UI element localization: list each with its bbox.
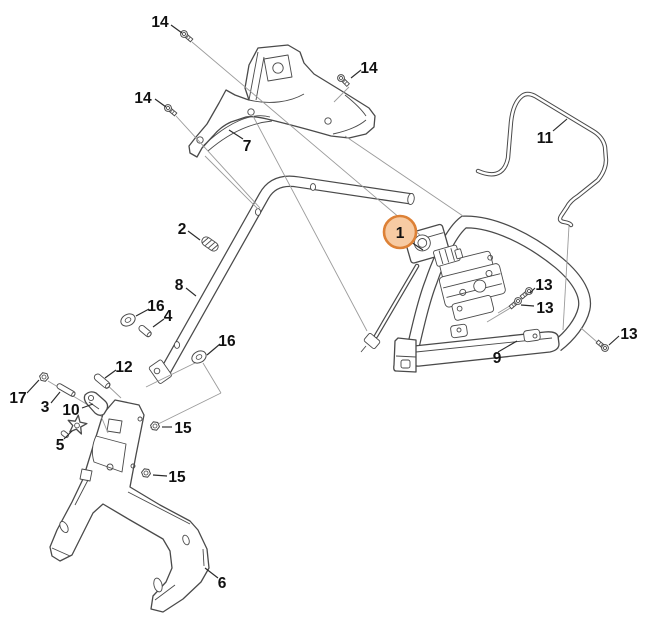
callout-12[interactable]: 12 <box>115 359 132 376</box>
callout-14-a[interactable]: 14 <box>151 14 169 31</box>
callout-14-c[interactable]: 14 <box>360 60 378 77</box>
spring-part-2 <box>201 236 219 252</box>
callout-16-a[interactable]: 16 <box>147 298 165 315</box>
screw-14-icon <box>335 72 351 88</box>
screw-14-icon <box>162 102 179 118</box>
screw-13-icon <box>518 285 535 301</box>
handlebar-tube-part-8 <box>148 175 415 384</box>
lower-handle-part-6 <box>49 399 210 613</box>
callout-labels: 2 3 4 5 6 7 8 9 10 11 12 13 13 13 14 14 … <box>9 14 638 592</box>
callout-5[interactable]: 5 <box>56 437 65 454</box>
callout-9[interactable]: 9 <box>493 350 502 367</box>
washer-16-icon <box>189 348 209 366</box>
pin-part-4 <box>138 324 152 338</box>
cable-guide-part-11 <box>475 91 609 228</box>
lever-part-10 <box>83 391 109 416</box>
nut-17-icon <box>38 371 50 383</box>
highlight-circle[interactable] <box>382 214 418 250</box>
callout-13-b[interactable]: 13 <box>536 300 554 317</box>
pin-part-3 <box>56 383 76 397</box>
pin-part-12 <box>93 373 111 389</box>
callout-2[interactable]: 2 <box>178 221 187 238</box>
nut-15-icon <box>140 468 152 478</box>
callout-16-b[interactable]: 16 <box>218 333 236 350</box>
callout-17[interactable]: 17 <box>9 390 26 407</box>
leader-lines <box>26 24 620 579</box>
screw-13-icon <box>594 338 611 354</box>
screw-13-icon <box>507 295 524 311</box>
callout-4[interactable]: 4 <box>164 308 173 325</box>
star-knob-part-5 <box>60 414 88 439</box>
screw-14-icon <box>178 28 195 44</box>
gearbox-assembly <box>438 250 506 321</box>
callout-3[interactable]: 3 <box>41 399 50 416</box>
callout-6[interactable]: 6 <box>218 575 227 592</box>
alignment-lines <box>47 41 598 434</box>
upper-bracket-part-7 <box>188 44 376 158</box>
callout-15-a[interactable]: 15 <box>174 420 192 437</box>
selected-callout-1[interactable]: 1 <box>382 214 418 250</box>
callout-8[interactable]: 8 <box>175 277 184 294</box>
washer-16-icon <box>118 311 138 329</box>
callout-1[interactable]: 1 <box>396 225 405 242</box>
callout-10[interactable]: 10 <box>62 402 79 419</box>
callout-13-a[interactable]: 13 <box>535 277 553 294</box>
callout-13-c[interactable]: 13 <box>620 326 638 343</box>
callout-15-b[interactable]: 15 <box>168 469 186 486</box>
nut-15-icon <box>149 421 161 431</box>
callout-7[interactable]: 7 <box>243 138 252 155</box>
callout-11[interactable]: 11 <box>537 130 554 147</box>
handle-assembly-part-9 <box>393 215 592 373</box>
callout-14-b[interactable]: 14 <box>134 90 152 107</box>
